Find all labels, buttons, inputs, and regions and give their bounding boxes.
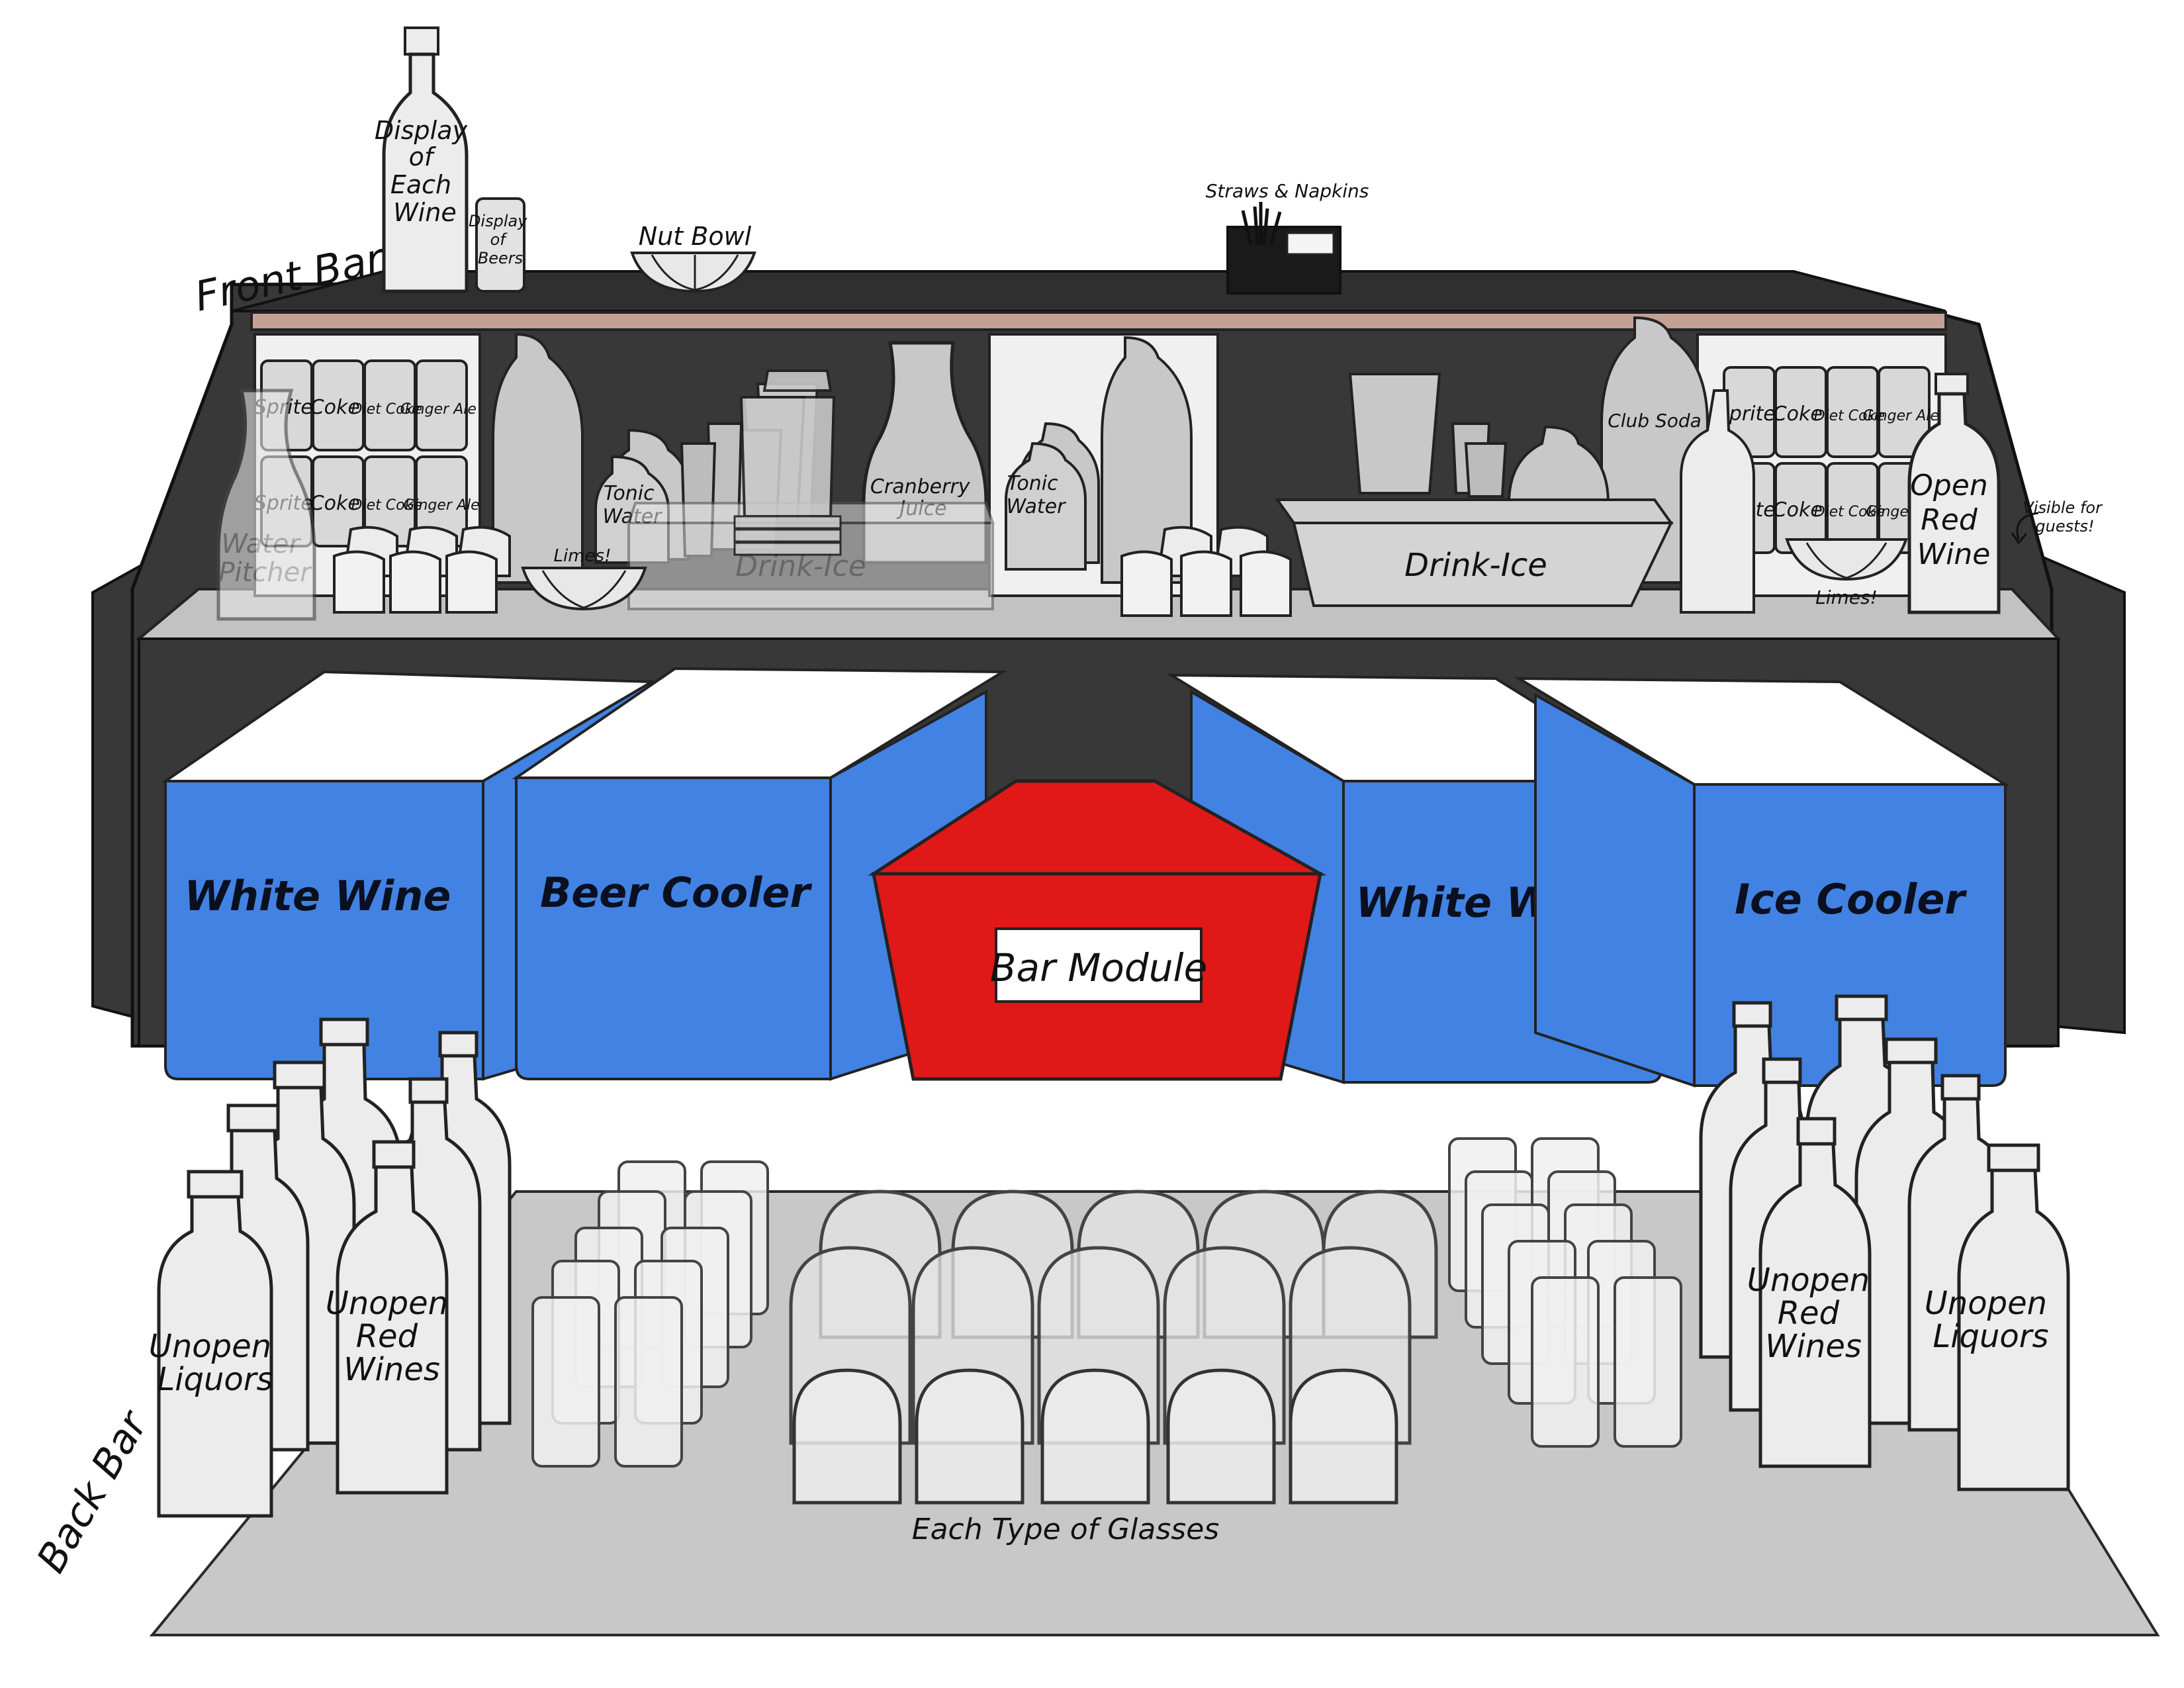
svg-text:Open Red Wine: Open Red Wine — [1910, 469, 1997, 571]
water-pitcher-line-1: Water — [221, 529, 301, 559]
open-red-wine-line-2: Red — [1921, 503, 1978, 537]
tonic-center-line-2: Water — [1007, 495, 1067, 518]
can-left-r1-4: Ginger Ale — [400, 401, 477, 418]
limes-right-label: Limes! — [1815, 586, 1878, 608]
can-left-r2-4: Ginger Ale — [403, 497, 479, 514]
cup-stack-large — [735, 371, 841, 555]
display-beers-line-3: Beers — [478, 249, 523, 267]
svg-text:Tonic Water: Tonic Water — [1007, 472, 1067, 518]
unopen-liquors-left-line-1: Unopen — [149, 1328, 271, 1365]
guests-line-1: Visible for — [2023, 498, 2103, 517]
svg-text:Water Pitcher: Water Pitcher — [218, 529, 312, 588]
drink-ice-bin-right: Drink-Ice — [1277, 500, 1671, 606]
bar-module-label: Bar Module — [990, 945, 1208, 990]
display-beers-line-2: of — [490, 230, 508, 249]
unopen-red-left-line-1: Unopen — [326, 1285, 448, 1322]
display-wine-line-3: Each — [390, 170, 451, 199]
ice-cooler-label: Ice Cooler — [1735, 875, 1967, 923]
display-beers-line-1: Display — [469, 212, 527, 230]
drink-ice-right-label: Drink-Ice — [1404, 547, 1547, 584]
each-type-of-glasses-label: Each Type of Glasses — [912, 1513, 1219, 1546]
unopen-liquors-right-line-1: Unopen — [1925, 1285, 2047, 1322]
tonic-left-line-1: Tonic — [604, 482, 655, 505]
back-bar-label: Back Bar — [28, 1402, 158, 1580]
display-wine-line-4: Wine — [393, 198, 457, 227]
unopen-red-right-line-3: Wines — [1765, 1328, 1862, 1365]
display-wine-line-1: Display — [375, 116, 468, 145]
white-wine-left-label: White Wine — [185, 872, 451, 920]
unopen-red-right-line-2: Red — [1778, 1295, 1840, 1332]
unopen-liquors-right-line-2: Liquors — [1933, 1318, 2048, 1355]
limes-left-label: Limes! — [553, 546, 611, 566]
beer-cooler-label: Beer Cooler — [540, 868, 813, 917]
unopen-red-left-line-3: Wines — [343, 1351, 440, 1388]
svg-text:Unopen Liquors: Unopen Liquors — [1925, 1285, 2058, 1355]
unopen-liquors-left-line-2: Liquors — [157, 1361, 273, 1398]
display-beer-can: Display of Beers — [469, 199, 532, 291]
svg-text:Visible for guests!: Visible for guests! — [2023, 498, 2107, 536]
display-wine-line-2: of — [409, 142, 437, 171]
unopen-bottles-left: Unopen Liquors Unopen Red Wines — [149, 1019, 510, 1516]
display-wine-bottle: Display of Each Wine — [375, 28, 475, 291]
guests-line-2: guests! — [2035, 517, 2094, 536]
unopen-red-right-line-1: Unopen — [1747, 1262, 1870, 1299]
tonic-center-line-1: Tonic — [1007, 472, 1058, 495]
stemware-glasses-front — [794, 1370, 1396, 1503]
bar-rail — [251, 312, 1946, 330]
unopen-red-left-line-2: Red — [356, 1318, 418, 1355]
open-red-wine-line-3: Wine — [1917, 538, 1991, 571]
nut-bowl-label: Nut Bowl — [639, 222, 752, 251]
open-red-wine-line-1: Open — [1910, 469, 1988, 502]
cranberry-line-1: Cranberry — [870, 475, 971, 498]
straws-napkins-label: Straws & Napkins — [1206, 180, 1369, 202]
water-pitcher-line-2: Pitcher — [218, 557, 312, 588]
can-right-r1-4: Ginger Ale — [1863, 408, 1939, 424]
svg-text:Unopen Liquors: Unopen Liquors — [149, 1328, 282, 1398]
counter-glasses-left — [334, 528, 510, 612]
club-soda-label: Club Soda — [1608, 410, 1702, 432]
